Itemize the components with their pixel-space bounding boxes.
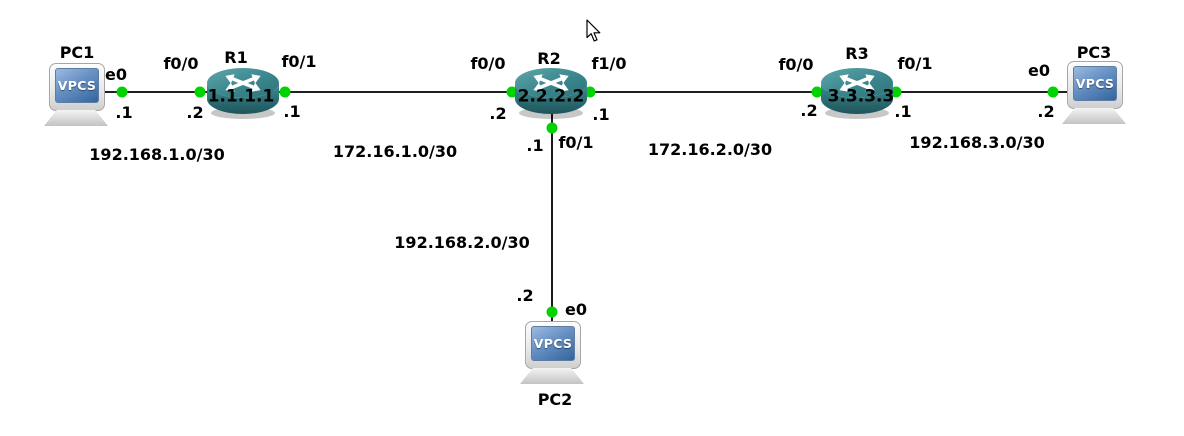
node-r1[interactable]: [205, 66, 281, 120]
ip-suffix-r1-f0-1: .1: [283, 102, 301, 121]
iface-label-pc3-e0: e0: [1028, 61, 1050, 80]
node-r2[interactable]: [513, 66, 589, 120]
pc-monitor-icon: VPCS: [1067, 61, 1123, 109]
ip-suffix-r2-f0-1: .1: [526, 136, 544, 155]
router-body-icon: [207, 83, 279, 114]
vpcs-screen-icon: VPCS: [531, 326, 575, 361]
status-dot-r1-f0-1: [279, 86, 291, 98]
node-label-pc1: PC1: [59, 43, 95, 62]
iface-label-r2-f1-0: f1/0: [591, 54, 627, 73]
pc-base-icon: [1062, 108, 1126, 124]
vpcs-screen-icon: VPCS: [55, 68, 99, 103]
pc-monitor-icon: VPCS: [525, 321, 581, 369]
ip-suffix-r2-f1-0: .1: [592, 105, 610, 124]
node-r3[interactable]: [819, 66, 895, 120]
iface-label-r3-f0-0: f0/0: [778, 55, 814, 74]
network-label-172-16-2-0[interactable]: 172.16.2.0/30: [647, 140, 773, 159]
network-label-192-168-3-0[interactable]: 192.168.3.0/30: [909, 133, 1045, 152]
ip-suffix-r3-f0-0: .2: [800, 101, 818, 120]
router-body-icon: [821, 83, 893, 114]
node-label-r2: R2: [537, 49, 561, 68]
iface-label-r2-f0-1: f0/1: [558, 133, 594, 152]
node-pc1[interactable]: VPCS: [44, 63, 108, 126]
node-label-pc2: PC2: [537, 390, 573, 409]
network-label-172-16-1-0[interactable]: 172.16.1.0/30: [332, 142, 458, 161]
router-hostname-r3: 3.3.3.3: [827, 86, 895, 107]
iface-label-r1-f0-0: f0/0: [163, 54, 199, 73]
node-pc2[interactable]: VPCS: [520, 321, 584, 384]
status-dot-pc1-e0: [116, 86, 128, 98]
iface-label-r2-f0-0: f0/0: [470, 54, 506, 73]
network-label-192-168-1-0[interactable]: 192.168.1.0/30: [89, 145, 225, 164]
iface-label-pc2-e0: e0: [565, 300, 587, 319]
router-hostname-r2: 2.2.2.2: [517, 86, 585, 107]
router-hostname-r1: 1.1.1.1: [207, 86, 275, 107]
mouse-cursor-icon: [586, 19, 601, 42]
node-label-r1: R1: [224, 48, 248, 67]
ip-suffix-pc3-e0: .2: [1037, 102, 1055, 121]
ip-suffix-pc1-e0: .1: [115, 103, 133, 122]
status-dot-r3-f0-0: [811, 86, 823, 98]
pc-monitor-icon: VPCS: [49, 63, 105, 111]
ip-suffix-pc2-e0: .2: [516, 286, 534, 305]
pc-base-icon: [520, 368, 584, 384]
ip-suffix-r1-f0-0: .2: [186, 103, 204, 122]
status-dot-r3-f0-1: [890, 86, 902, 98]
ip-suffix-r2-f0-0: .2: [489, 104, 507, 123]
node-label-r3: R3: [845, 44, 869, 63]
status-dot-r2-f0-1: [546, 122, 558, 134]
ip-suffix-r3-f0-1: .1: [894, 102, 912, 121]
iface-label-r1-f0-1: f0/1: [281, 52, 317, 71]
status-dot-r1-f0-0: [194, 86, 206, 98]
iface-label-pc1-e0: e0: [105, 65, 127, 84]
status-dot-pc2-e0: [546, 306, 558, 318]
node-label-pc3: PC3: [1076, 43, 1112, 62]
iface-label-r3-f0-1: f0/1: [897, 54, 933, 73]
router-body-icon: [515, 83, 587, 114]
status-dot-r2-f1-0: [584, 86, 596, 98]
vpcs-screen-icon: VPCS: [1073, 66, 1117, 101]
status-dot-r2-f0-0: [506, 86, 518, 98]
pc-base-icon: [44, 110, 108, 126]
status-dot-pc3-e0: [1047, 86, 1059, 98]
node-pc3[interactable]: VPCS: [1062, 61, 1126, 124]
network-label-192-168-2-0[interactable]: 192.168.2.0/30: [394, 233, 530, 252]
